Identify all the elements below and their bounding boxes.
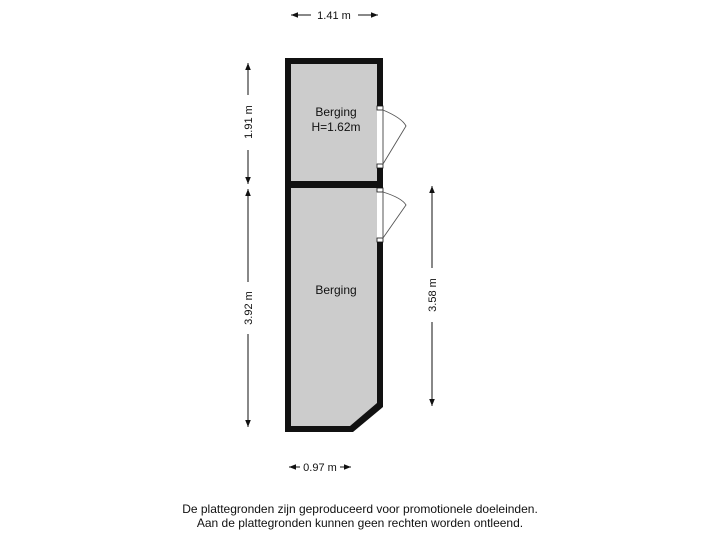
disclaimer-line-1: De plattegronden zijn geproduceerd voor … <box>182 502 538 516</box>
dim-left-lower-label: 3.92 m <box>243 291 255 325</box>
door-swing-upper <box>382 109 407 165</box>
room-upper-name: Berging <box>315 105 356 119</box>
dim-right-label: 3.58 m <box>427 278 439 312</box>
door-swing-lower <box>382 191 407 239</box>
door-jamb-upper-top <box>376 105 384 111</box>
room-upper-height: H=1.62m <box>311 120 360 134</box>
disclaimer-line-2: Aan de plattegronden kunnen geen rechten… <box>196 516 524 530</box>
room-lower-name: Berging <box>315 283 356 297</box>
room-lower-floor <box>291 188 377 426</box>
disclaimer: De plattegronden zijn geproduceerd voor … <box>0 502 720 530</box>
dim-left-upper-label: 1.91 m <box>243 105 255 139</box>
door-opening-upper <box>377 108 383 166</box>
dim-bottom-label: 0.97 m <box>303 462 337 474</box>
room-upper-floor <box>291 64 377 181</box>
door-opening-lower <box>377 190 383 240</box>
door-jamb-lower-top <box>376 187 384 193</box>
dim-top-label: 1.41 m <box>317 10 351 22</box>
door-jamb-lower-bottom <box>376 237 384 243</box>
door-jamb-upper-bottom <box>376 163 384 169</box>
